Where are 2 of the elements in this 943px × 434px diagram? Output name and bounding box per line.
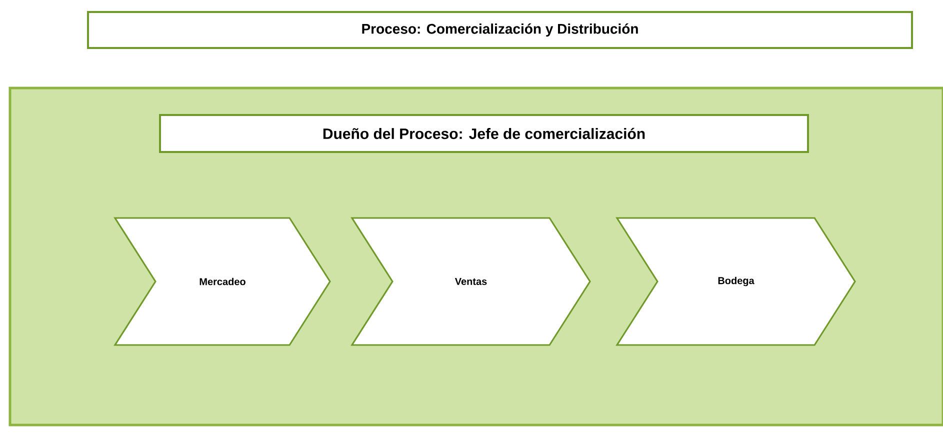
owner-box: Dueño del Proceso: Jefe de comercialización [159, 114, 809, 153]
title-box: Proceso: Comercialización y Distribución [87, 11, 913, 49]
